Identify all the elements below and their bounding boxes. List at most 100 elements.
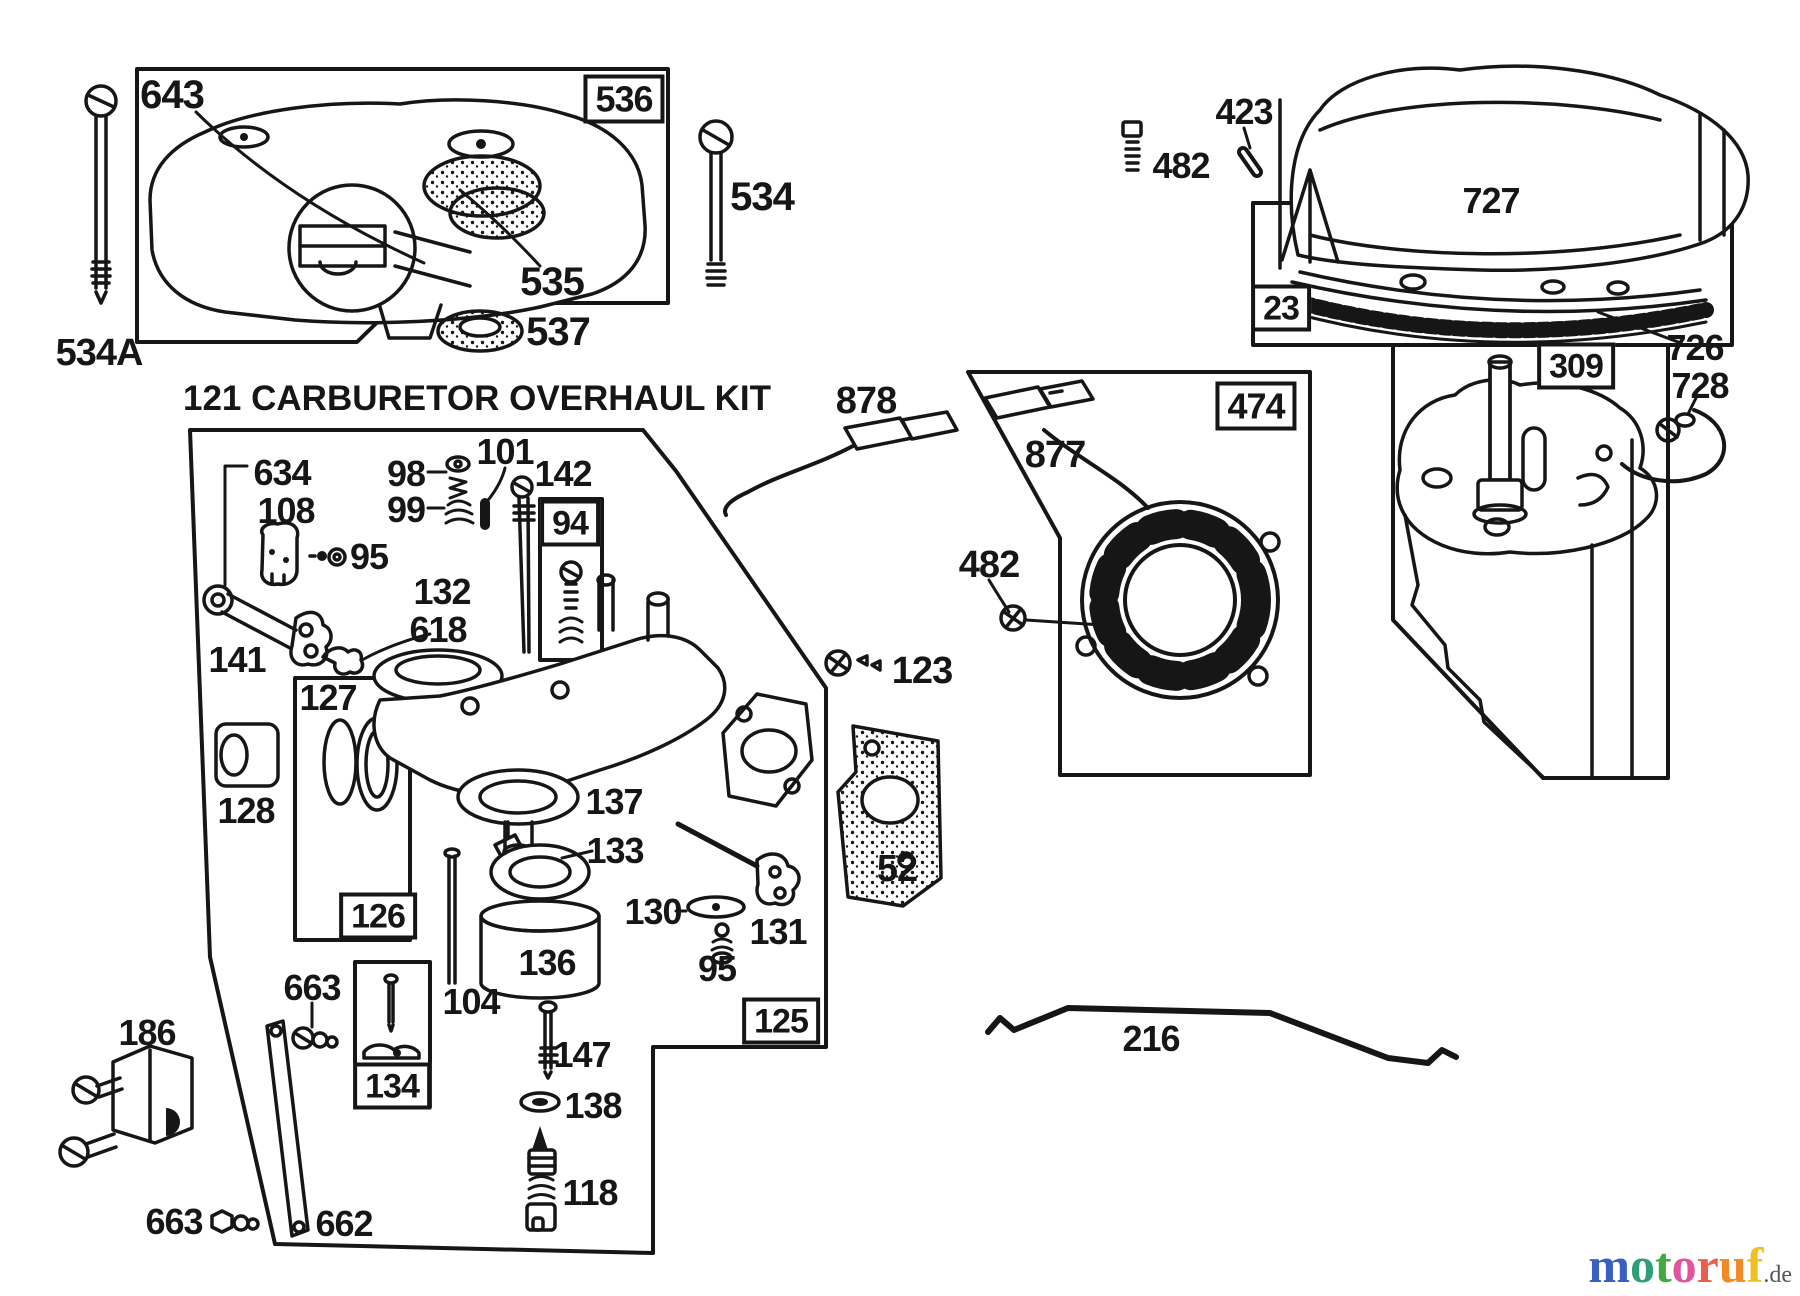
lever-141 bbox=[202, 464, 333, 667]
part-label-133-34: 133 bbox=[586, 830, 644, 871]
part-label-216-49: 216 bbox=[1122, 1018, 1180, 1059]
carburetor-body bbox=[321, 573, 814, 861]
hardware-123 bbox=[824, 649, 882, 677]
logo-letter: m bbox=[1588, 1237, 1631, 1293]
part-label-482-16: 482 bbox=[958, 544, 1020, 586]
link-662 bbox=[265, 1019, 310, 1238]
float-133 bbox=[489, 820, 594, 901]
leader-618 bbox=[360, 632, 432, 662]
part-label-662-48: 662 bbox=[315, 1203, 373, 1244]
washer-130 bbox=[674, 895, 746, 919]
part-label-634-19: 634 bbox=[253, 452, 311, 493]
pin-104 bbox=[443, 847, 461, 985]
bolt-534A bbox=[84, 84, 118, 305]
bracket-186 bbox=[58, 1044, 194, 1168]
part-label-534-2: 534 bbox=[730, 175, 795, 219]
part-label-474-15: 474 bbox=[1215, 381, 1297, 431]
bowl-plate-137 bbox=[456, 768, 580, 826]
part-label-141-29: 141 bbox=[208, 639, 266, 680]
choke-box-127 bbox=[293, 676, 412, 942]
pin-423 bbox=[1237, 126, 1263, 178]
nut-663b bbox=[210, 1209, 260, 1234]
part-label-128-31: 128 bbox=[217, 790, 275, 831]
gasket-52 bbox=[836, 724, 943, 908]
blower-housing-727 bbox=[1278, 64, 1750, 272]
bushing-128 bbox=[214, 722, 280, 788]
part-label-127-30: 127 bbox=[299, 677, 357, 718]
logo-letter: r bbox=[1696, 1237, 1719, 1293]
part-label-98-21: 98 bbox=[386, 453, 426, 494]
part-label-663-44: 663 bbox=[283, 967, 341, 1008]
part-label-126-32: 126 bbox=[339, 892, 417, 940]
part-label-534A-5: 534A bbox=[55, 332, 144, 374]
part-label-147-40: 147 bbox=[553, 1034, 611, 1075]
part-label-878-6: 878 bbox=[835, 380, 897, 422]
part-label-99-22: 99 bbox=[386, 489, 426, 530]
rod-216 bbox=[985, 1005, 1459, 1066]
part-label-118-42: 118 bbox=[562, 1172, 618, 1213]
leader-643 bbox=[194, 110, 426, 265]
stator-877 bbox=[983, 379, 1281, 700]
valve-118 bbox=[525, 1126, 557, 1232]
part-label-423-7: 423 bbox=[1215, 91, 1273, 132]
spring-stack-98-99 bbox=[426, 455, 475, 525]
kit-boundary bbox=[188, 428, 828, 1255]
rod-and-lever-131 bbox=[675, 821, 801, 907]
fuel-tank bbox=[148, 98, 647, 340]
part-label-123-17: 123 bbox=[891, 650, 953, 692]
part-label-23-10: 23 bbox=[1251, 284, 1311, 332]
part-label-108-20: 108 bbox=[257, 490, 315, 531]
page-title: 121 CARBURETOR OVERHAUL KIT bbox=[183, 379, 771, 418]
part-label-726-11: 726 bbox=[1666, 327, 1724, 368]
part-label-125-43: 125 bbox=[742, 997, 820, 1045]
elbow-108 bbox=[259, 521, 300, 587]
part-label-309-13: 309 bbox=[1537, 342, 1615, 390]
part-label-101-23: 101 bbox=[476, 431, 534, 472]
part-label-130-37: 130 bbox=[624, 891, 682, 932]
logo: motoruf.de bbox=[1588, 1240, 1792, 1290]
logo-letters: motoruf bbox=[1588, 1237, 1763, 1293]
part-label-132-27: 132 bbox=[413, 571, 471, 612]
bracket-box-309 bbox=[1391, 343, 1670, 780]
washer-95a bbox=[308, 547, 347, 567]
part-label-482-8: 482 bbox=[1152, 145, 1210, 186]
part-label-727-9: 727 bbox=[1462, 180, 1520, 221]
part-label-137-33: 137 bbox=[585, 781, 643, 822]
leader-535 bbox=[458, 188, 542, 268]
part-label-104-36: 104 bbox=[442, 981, 500, 1022]
part-label-663-47: 663 bbox=[145, 1201, 203, 1242]
bolt-534 bbox=[698, 119, 734, 287]
connector-878 bbox=[723, 410, 959, 517]
logo-letter: t bbox=[1655, 1237, 1672, 1293]
part-label-618-28: 618 bbox=[409, 609, 467, 650]
part-label-186-46: 186 bbox=[118, 1012, 176, 1053]
part-label-643-0: 643 bbox=[140, 73, 205, 117]
part-label-877-14: 877 bbox=[1024, 434, 1086, 476]
part-label-131-39: 131 bbox=[749, 911, 807, 952]
washer-138 bbox=[519, 1091, 561, 1113]
clip-618 bbox=[321, 646, 365, 676]
logo-letter: u bbox=[1718, 1237, 1747, 1293]
part-label-136-35: 136 bbox=[518, 942, 576, 983]
part-label-535-3: 535 bbox=[520, 260, 585, 304]
part-label-537-4: 537 bbox=[526, 310, 591, 354]
spring-95b bbox=[710, 922, 734, 965]
part-label-134-45: 134 bbox=[353, 1062, 431, 1110]
part-label-95-26: 95 bbox=[349, 536, 389, 577]
logo-letter: o bbox=[1671, 1237, 1697, 1293]
part-label-138-41: 138 bbox=[564, 1085, 622, 1126]
needle-147 bbox=[538, 1000, 559, 1080]
bolt-663a bbox=[291, 1001, 339, 1050]
stator-wire bbox=[1042, 428, 1150, 510]
ring-gear-726 bbox=[1282, 270, 1714, 344]
part-label-95-38: 95 bbox=[697, 948, 737, 989]
logo-letter: f bbox=[1746, 1237, 1764, 1293]
part-label-52-18: 52 bbox=[876, 848, 918, 890]
bolt-482b bbox=[987, 578, 1104, 632]
leaders-726-728 bbox=[1596, 310, 1699, 416]
logo-suffix: .de bbox=[1763, 1262, 1792, 1288]
logo-letter: o bbox=[1630, 1237, 1656, 1293]
cable-728 bbox=[1620, 408, 1727, 484]
